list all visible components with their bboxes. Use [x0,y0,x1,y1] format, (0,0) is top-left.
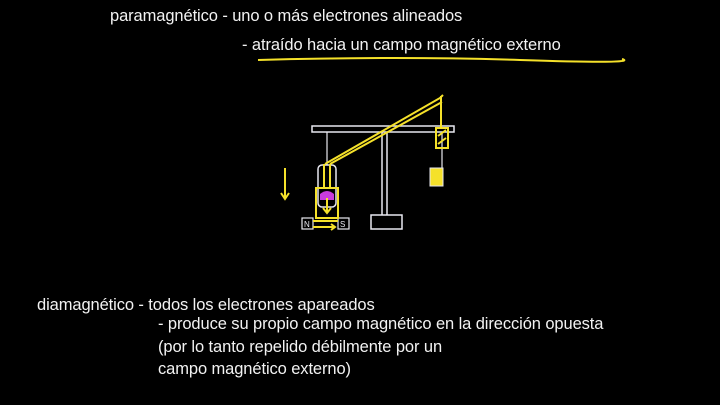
counterweight [429,167,444,187]
sample [320,191,334,200]
underline-annotation [257,57,626,63]
paramagnetic-attraction-note: - atraído hacia un campo magnético exter… [242,36,561,54]
diamagnetic-field-note: - produce su propio campo magnético en l… [158,315,604,333]
diamagnetic-repelled-note-1: (por lo tanto repelido débilmente por un [158,338,443,356]
magnet-north [301,217,314,230]
diamagnetic-repelled-note-2: campo magnético externo) [158,360,351,378]
magnet-north-label: N [304,220,310,229]
magnet-south [337,217,350,230]
yellow-annotations [280,94,449,231]
balance-beam [311,125,455,133]
balance-base [370,214,403,230]
magnet-south-label: S [340,220,345,229]
diamagnetic-definition: diamagnético - todos los electrones apar… [37,296,375,314]
paramagnetic-definition: paramagnético - uno o más electrones ali… [110,7,463,25]
